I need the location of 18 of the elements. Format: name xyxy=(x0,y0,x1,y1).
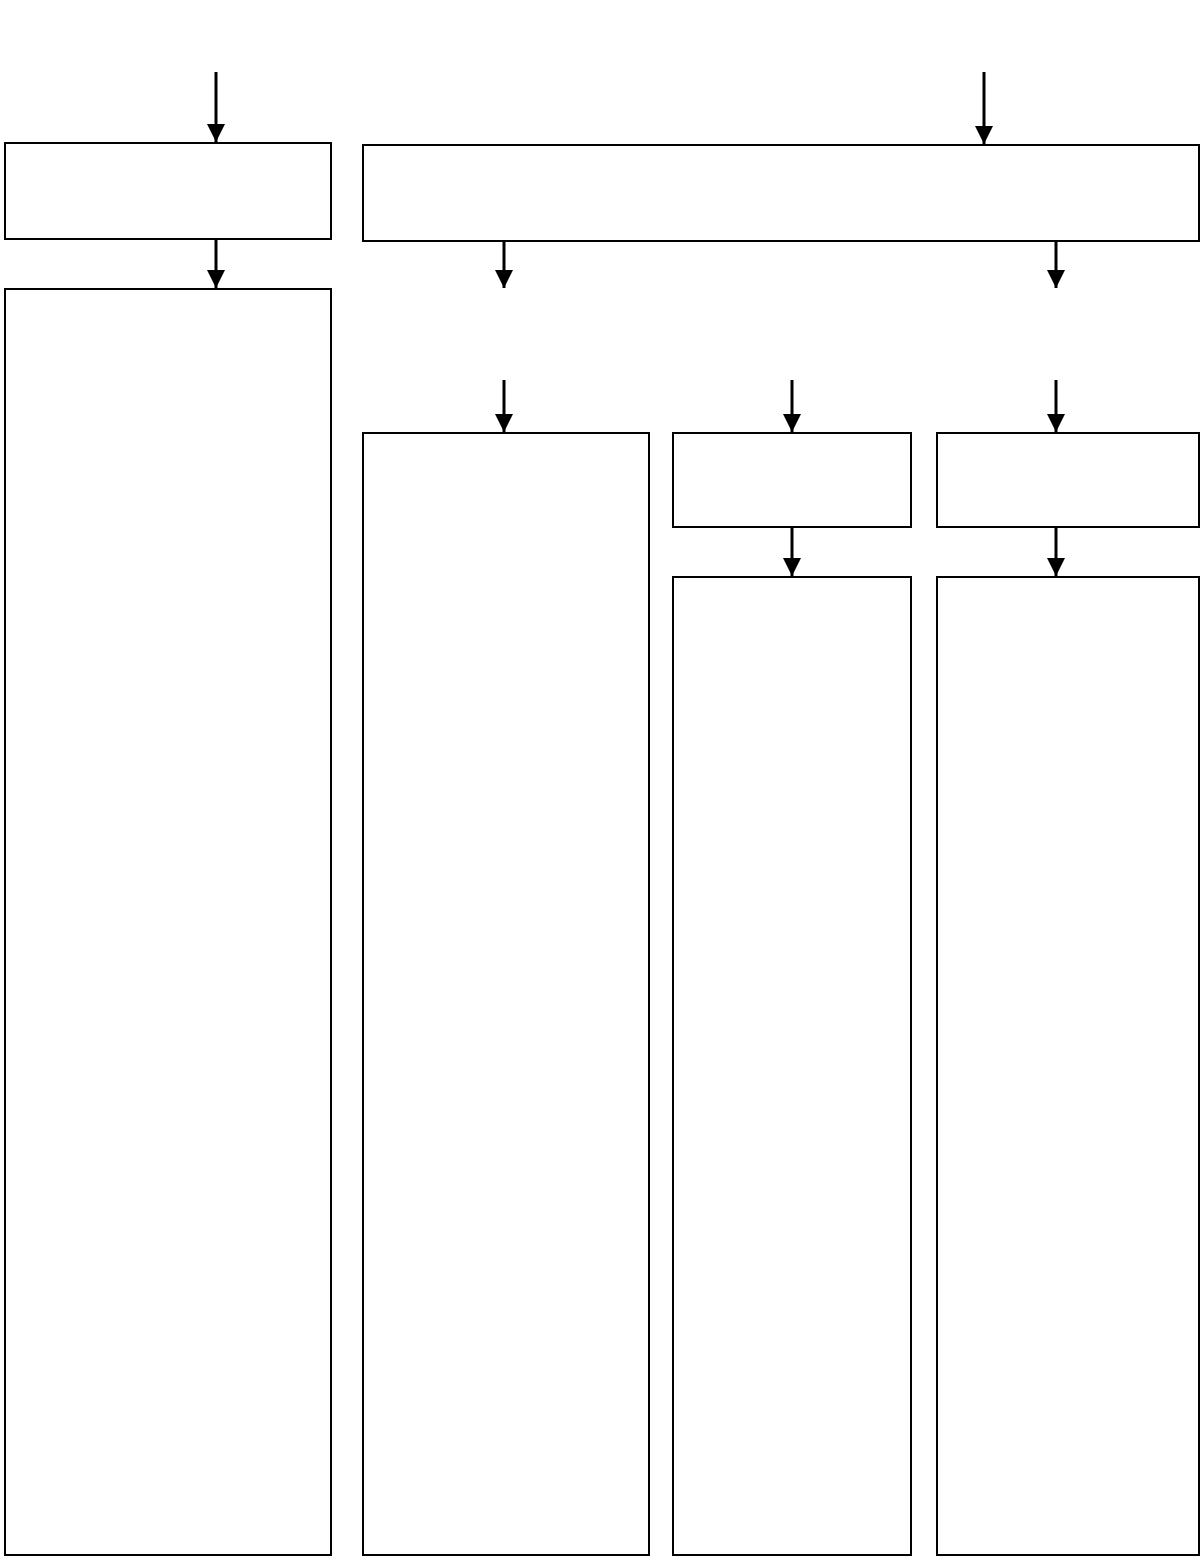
box-shape xyxy=(362,144,1200,242)
box-shape xyxy=(4,142,332,240)
arrow xyxy=(1047,380,1065,432)
arrow xyxy=(495,380,513,432)
box-shape xyxy=(936,432,1200,528)
arrow xyxy=(975,72,993,144)
arrow xyxy=(783,528,801,576)
box-shape xyxy=(4,288,332,1556)
arrow xyxy=(1047,242,1065,288)
arrow xyxy=(207,240,225,288)
box-shape xyxy=(672,576,912,1556)
arrow xyxy=(207,72,225,142)
box-shape xyxy=(362,432,650,1556)
arrow xyxy=(1047,528,1065,576)
box-shape xyxy=(936,576,1200,1556)
box-shape xyxy=(672,432,912,528)
arrow xyxy=(783,380,801,432)
arrow xyxy=(495,242,513,288)
